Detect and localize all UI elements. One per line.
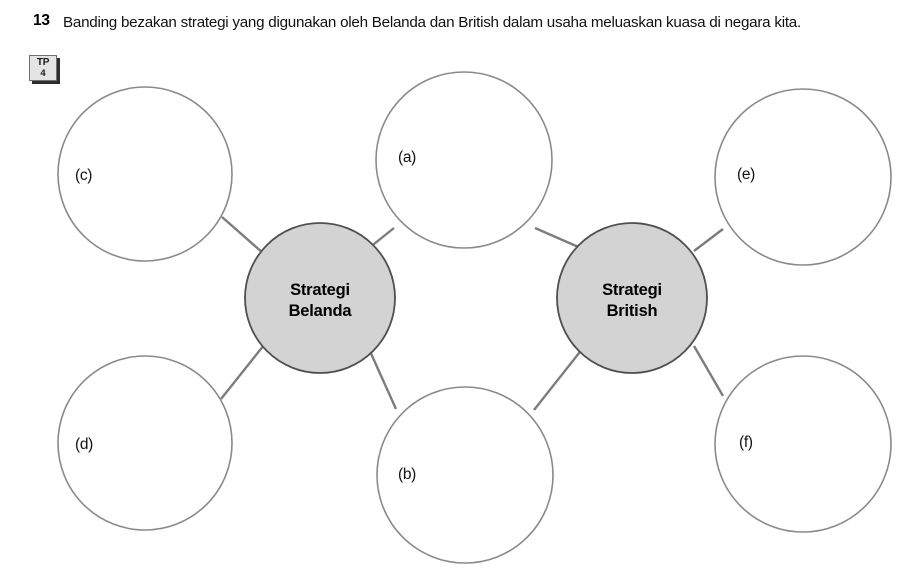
node-layer: (c) (a) (e) (d) (b) (f)	[57, 71, 892, 564]
node-f-label: (f)	[739, 434, 753, 451]
node-a-circle[interactable]	[375, 71, 553, 249]
link-b-british	[533, 347, 584, 411]
link-a-british	[534, 226, 584, 251]
node-e[interactable]: (e)	[714, 88, 892, 266]
question-text: Banding bezakan strategi yang digunakan …	[63, 14, 801, 31]
center-british-circle	[556, 222, 708, 374]
center-belanda-line2: Belanda	[289, 302, 353, 320]
node-d-label: (d)	[75, 436, 93, 453]
link-f-british	[692, 345, 725, 397]
tp-badge-box: TP 4	[29, 55, 57, 81]
node-b-label: (b)	[398, 466, 416, 483]
node-c[interactable]: (c)	[57, 86, 233, 262]
node-e-circle[interactable]	[714, 88, 892, 266]
tp-badge-value: 4	[40, 67, 46, 79]
link-d-belanda	[220, 344, 265, 400]
node-f[interactable]: (f)	[714, 355, 892, 533]
center-belanda-circle	[244, 222, 396, 374]
node-e-label: (e)	[737, 166, 755, 183]
link-c-belanda	[221, 216, 264, 254]
link-e-british	[693, 228, 724, 252]
center-british-line1: Strategi	[602, 281, 662, 299]
center-belanda-line1: Strategi	[290, 281, 350, 299]
node-d-circle[interactable]	[57, 355, 233, 531]
node-c-label: (c)	[75, 167, 92, 184]
center-british-line2: British	[607, 302, 658, 320]
tp-badge-label: TP	[36, 56, 50, 68]
node-c-circle[interactable]	[57, 86, 233, 262]
tp-level-badge: TP 4	[29, 55, 60, 84]
node-d[interactable]: (d)	[57, 355, 233, 531]
link-b-belanda	[367, 348, 398, 410]
node-f-circle[interactable]	[714, 355, 892, 533]
node-a[interactable]: (a)	[375, 71, 553, 249]
question-header: 13 Banding bezakan strategi yang digunak…	[0, 0, 916, 72]
node-b-circle[interactable]	[376, 386, 554, 564]
connector-layer	[220, 216, 725, 411]
node-b[interactable]: (b)	[376, 386, 554, 564]
node-a-label: (a)	[398, 149, 416, 166]
question-number: 13	[33, 12, 50, 29]
